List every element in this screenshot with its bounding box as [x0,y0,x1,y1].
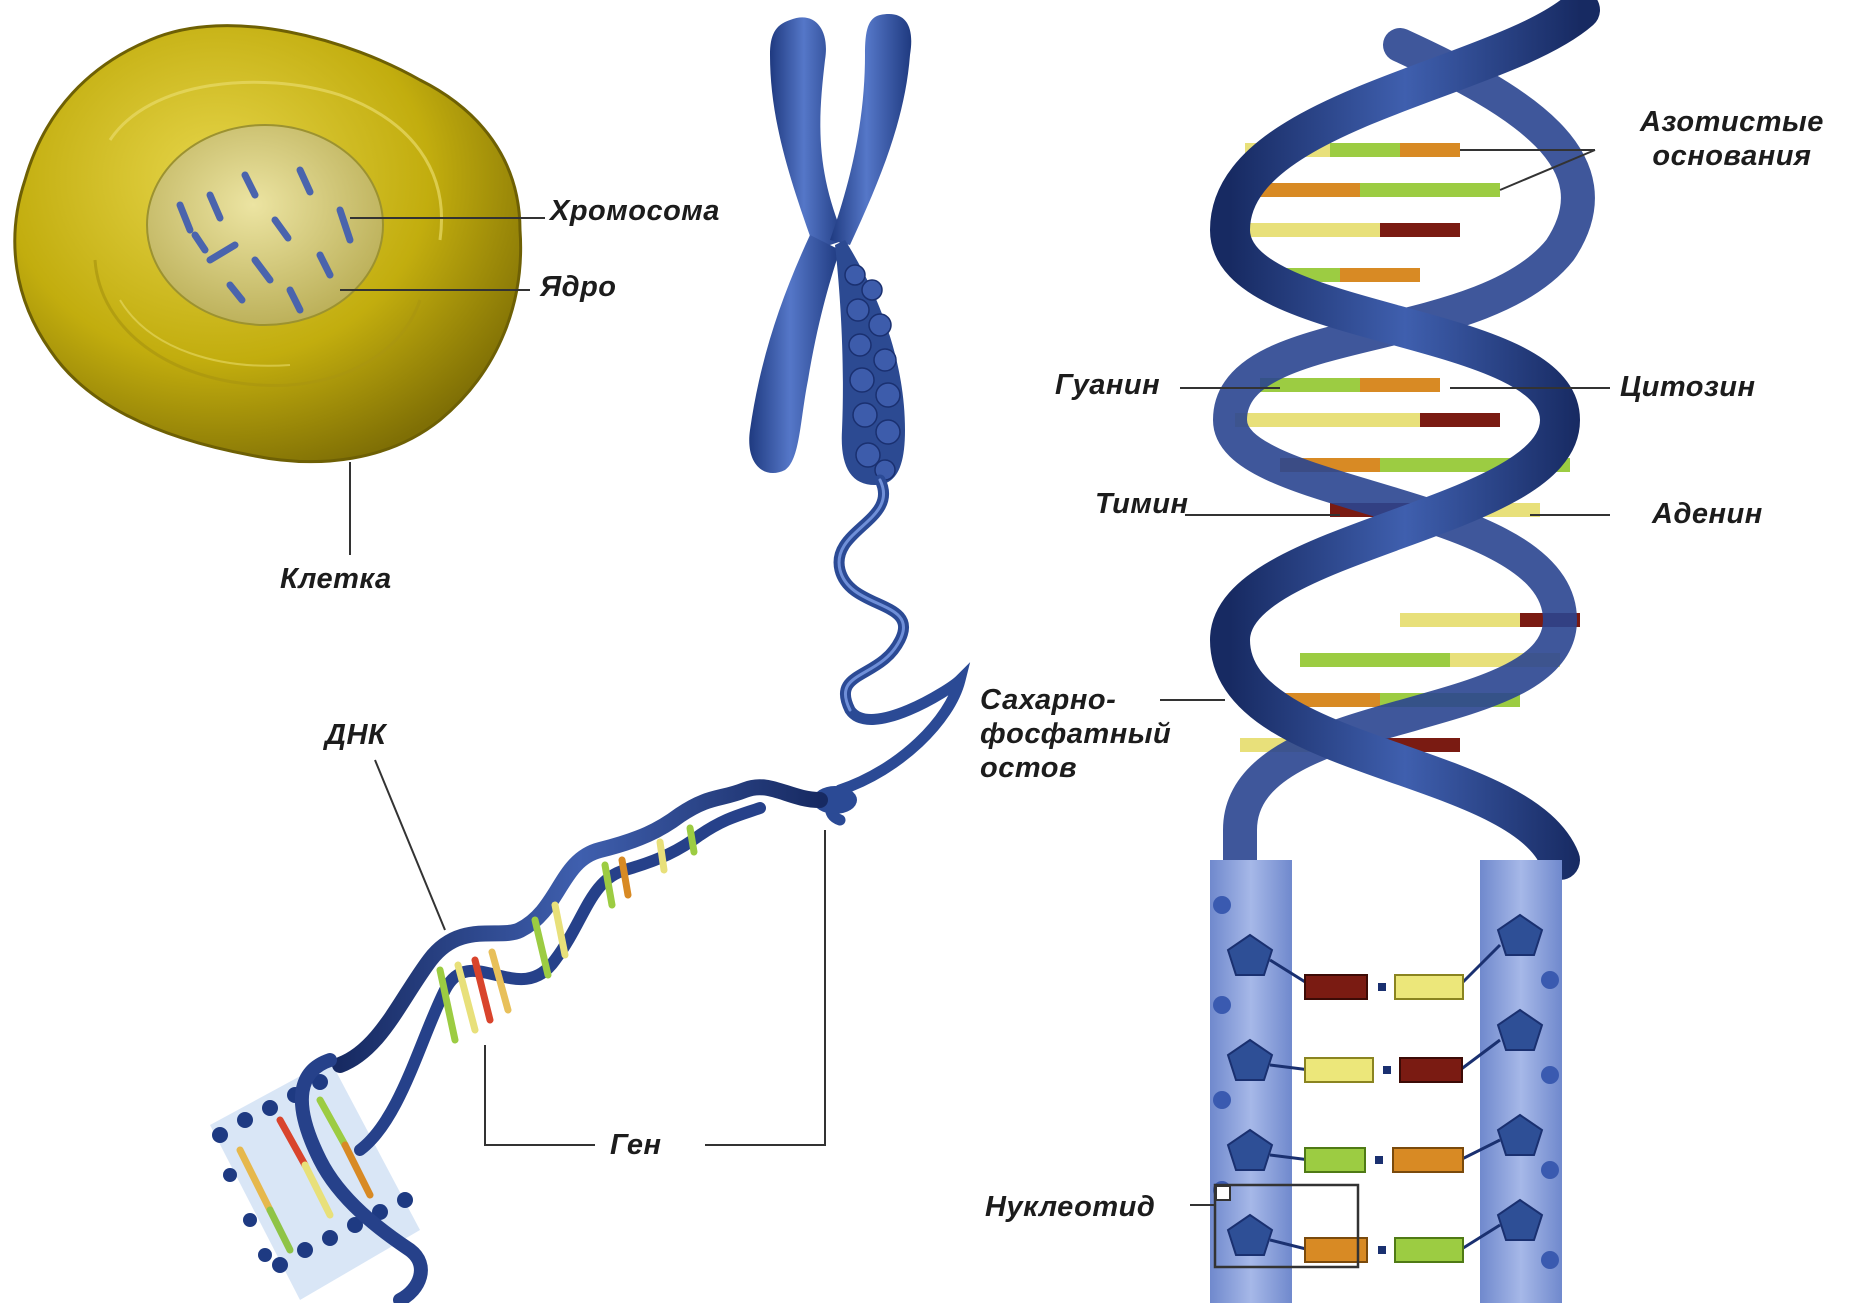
cell-illustration [15,26,521,462]
chromosome-right-upper-arm [830,14,911,245]
dna-small-illustration [210,787,820,1300]
chromosome-left-lower-arm [749,235,840,473]
label-nitrogenous-bases: Азотистые основания [1640,105,1824,173]
label-gene: Ген [610,1128,662,1162]
chromosome-left-upper-arm [770,17,845,250]
label-adenine: Аденин [1652,497,1763,531]
label-sugar-phosphate-backbone: Сахарно- фосфатный остов [980,683,1171,785]
label-guanine: Гуанин [1055,368,1160,402]
label-chromosome: Хромосома [550,194,720,228]
label-cell: Клетка [280,562,392,596]
label-dna: ДНК [325,718,386,752]
chromosome-illustration [749,14,960,820]
dna-large-ladder [1210,860,1562,1303]
ladder-bases [1305,975,1463,1262]
label-nucleotide: Нуклеотид [985,1190,1155,1224]
label-cytosine: Цитозин [1620,370,1756,404]
dna-large-illustration [1210,10,1580,1303]
label-nucleus: Ядро [540,270,617,304]
label-thymine: Тимин [1095,487,1189,521]
dna-small-ladder [210,1060,420,1300]
